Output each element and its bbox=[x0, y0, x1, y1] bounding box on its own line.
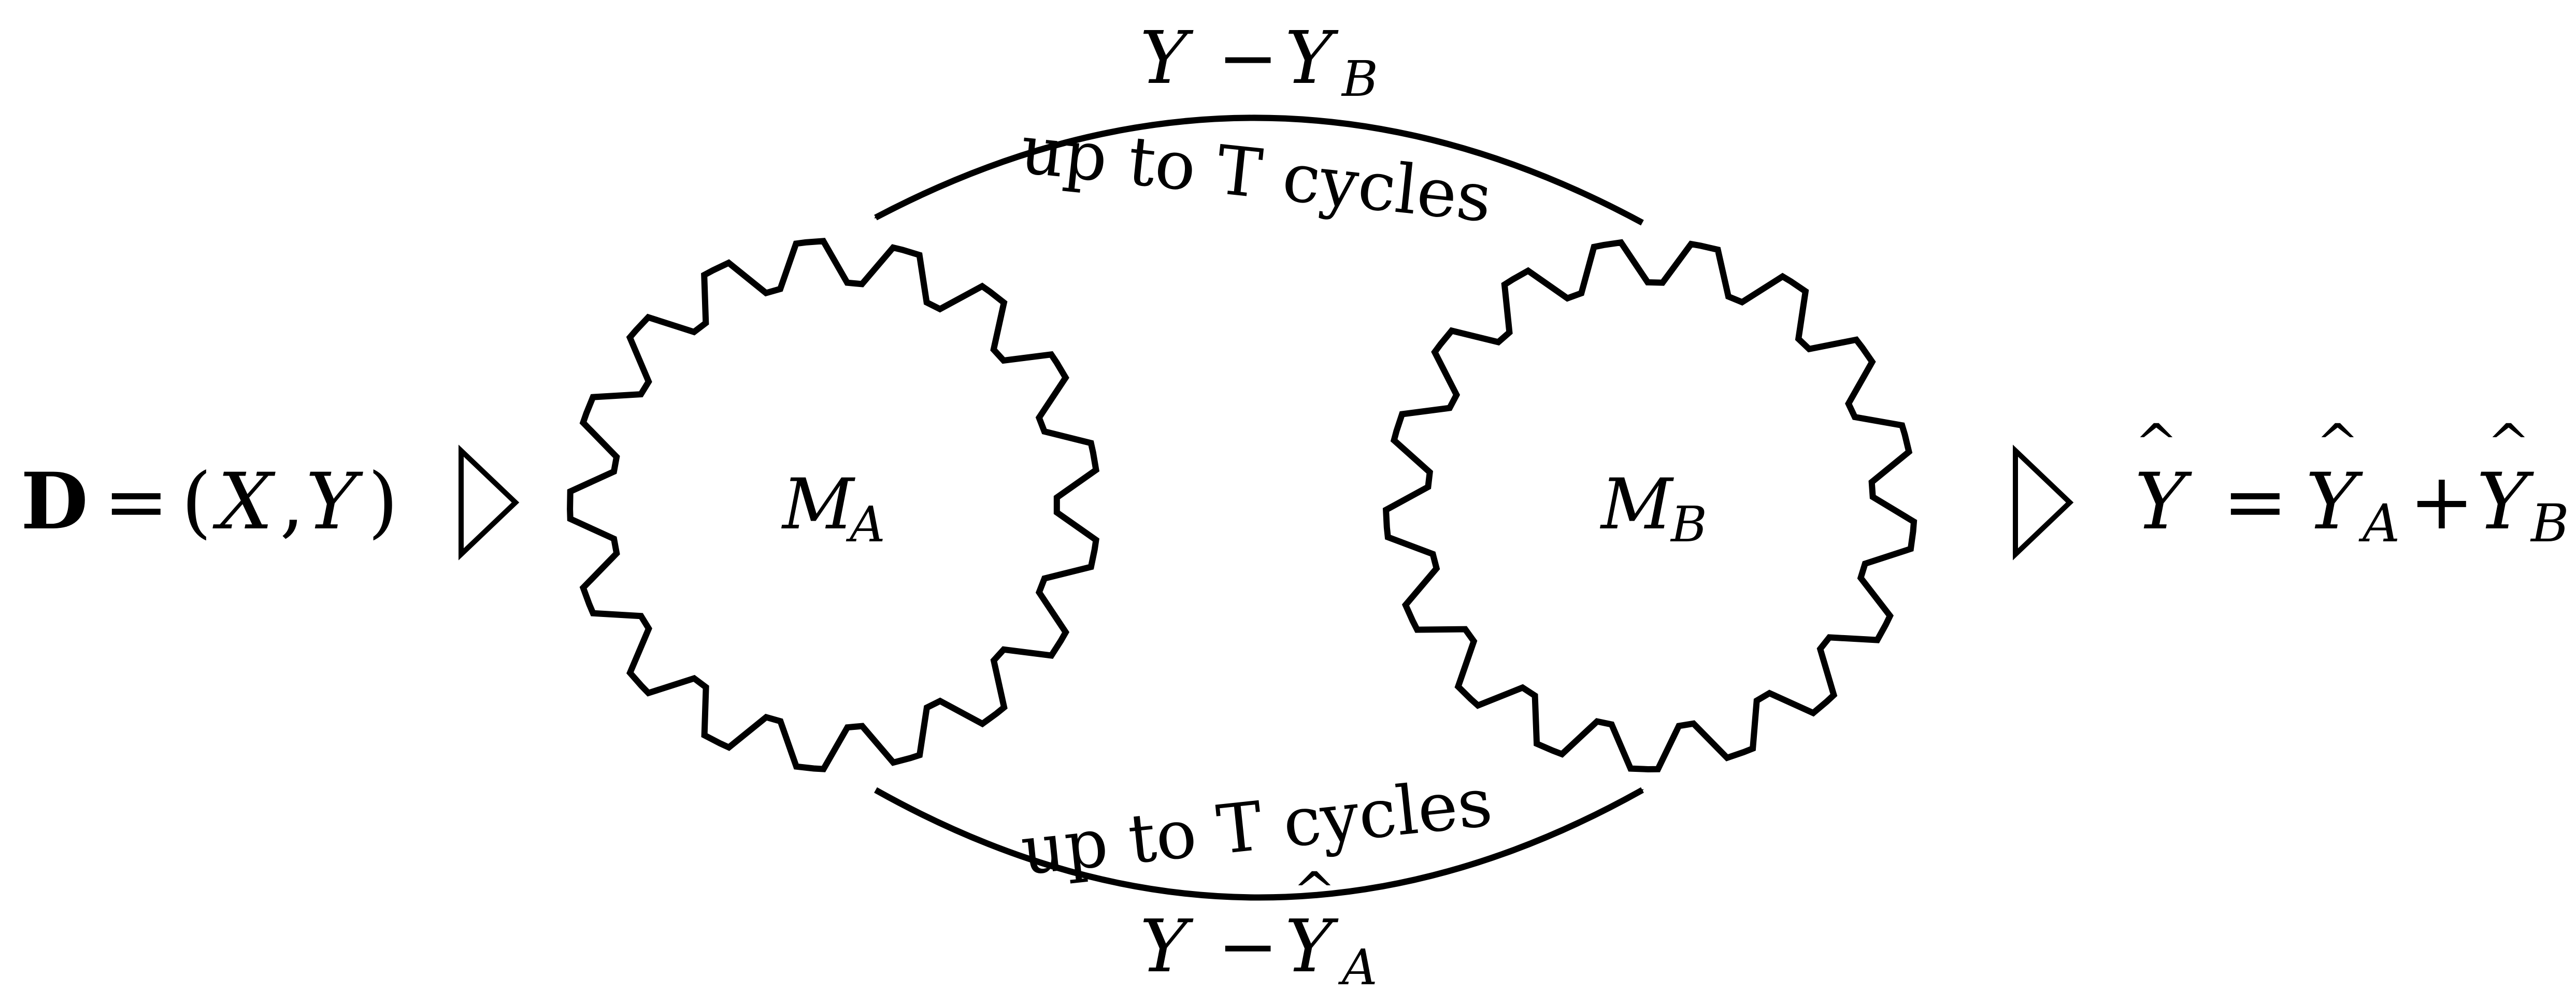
hat-symbol-4: ^ bbox=[1293, 0, 1336, 33]
output-equation: ^ Y = ^ Y A + ^ Y B bbox=[2135, 413, 2569, 554]
output-equals: = bbox=[2223, 457, 2288, 547]
top-label-sub: B bbox=[1341, 51, 1378, 108]
close-paren: ) bbox=[368, 457, 398, 547]
output-plus: + bbox=[2409, 457, 2474, 547]
x-variable: X bbox=[212, 457, 276, 547]
hat-symbol-1: ^ bbox=[2135, 413, 2178, 473]
output-yb: Y bbox=[2477, 457, 2534, 547]
model-b-subscript: B bbox=[1670, 496, 1707, 553]
bottom-label-sub: A bbox=[1338, 939, 1378, 996]
model-a-gear: M A bbox=[567, 238, 1100, 772]
hat-symbol-2: ^ bbox=[2316, 413, 2359, 473]
output-y: Y bbox=[2135, 457, 2192, 547]
top-label-yhat: Y bbox=[1285, 16, 1339, 100]
hat-symbol-5: ^ bbox=[1293, 861, 1336, 922]
top-label-y: Y bbox=[1140, 16, 1194, 100]
gear-a-icon bbox=[567, 238, 1100, 772]
bottom-label-y: Y bbox=[1140, 904, 1194, 989]
top-cycles-label: up to T cycles bbox=[1017, 110, 1495, 238]
gear-b-icon bbox=[1382, 239, 1917, 773]
hat-symbol-3: ^ bbox=[2487, 413, 2530, 473]
model-b-gear: M B bbox=[1382, 239, 1917, 773]
bottom-label-yhat: Y bbox=[1285, 904, 1339, 989]
comma: , bbox=[280, 457, 305, 547]
y-variable: Y bbox=[306, 457, 363, 547]
bottom-cycles-label: up to T cycles bbox=[1018, 763, 1496, 890]
dataset-symbol: D bbox=[21, 456, 88, 547]
top-label-minus: − bbox=[1218, 16, 1278, 100]
model-b-letter: M bbox=[1599, 464, 1674, 545]
top-arrow-label: Y − ^ Y B bbox=[1140, 0, 1378, 108]
bottom-label-minus: − bbox=[1218, 904, 1278, 989]
output-ya: Y bbox=[2306, 457, 2363, 547]
top-feedback-arrow bbox=[874, 114, 1644, 226]
output-ya-subscript: A bbox=[2358, 493, 2400, 554]
output-yb-subscript: B bbox=[2530, 493, 2569, 554]
input-equation: D = ( X , Y ) bbox=[21, 456, 398, 547]
open-paren: ( bbox=[181, 457, 212, 547]
input-triangle-icon bbox=[459, 444, 520, 561]
bottom-arrow-label: Y − ^ Y A bbox=[1140, 861, 1378, 996]
output-triangle-icon bbox=[2013, 444, 2074, 561]
model-a-subscript: A bbox=[846, 496, 885, 553]
bottom-forward-arrow bbox=[874, 787, 1644, 901]
model-a-letter: M bbox=[781, 464, 855, 545]
equals-sign: = bbox=[104, 457, 169, 547]
